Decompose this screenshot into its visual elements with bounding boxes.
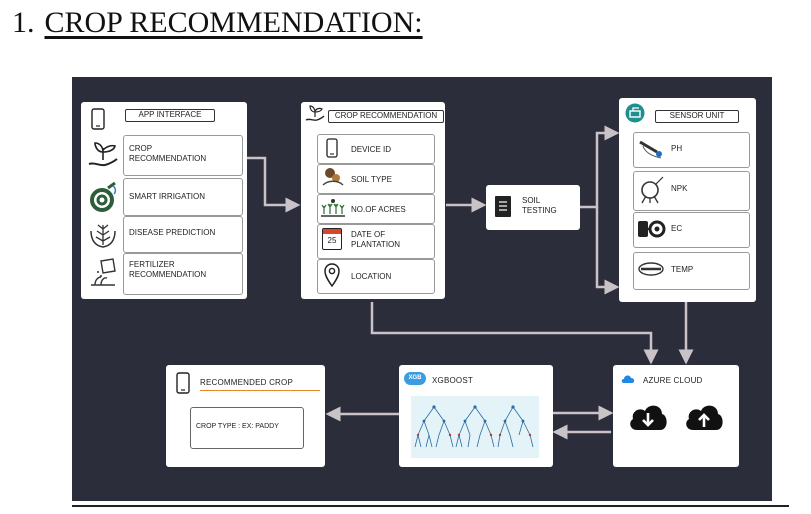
sensor-label: TEMP bbox=[671, 265, 694, 274]
sensor-label: PH bbox=[671, 144, 683, 153]
field-label: SOIL TYPE bbox=[351, 175, 392, 184]
app-item-label: FERTILIZER RECOMMENDATION bbox=[129, 260, 207, 279]
title-underline bbox=[200, 390, 320, 391]
sensor-ec[interactable] bbox=[633, 212, 750, 248]
app-interface-title: APP INTERFACE bbox=[125, 109, 215, 122]
temperature-probe-icon bbox=[638, 262, 664, 276]
sensor-label: EC bbox=[671, 224, 683, 233]
app-interface-card: APP INTERFACE CROP RECOMMENDATION SMART … bbox=[81, 102, 247, 299]
mobile-phone-icon bbox=[176, 372, 190, 394]
xgboost-title: XGBOOST bbox=[432, 376, 473, 385]
soil-testing-label: SOIL TESTING bbox=[522, 196, 557, 215]
decision-tree-icon bbox=[414, 405, 534, 448]
azure-logo-icon bbox=[621, 375, 635, 383]
field-label: DEVICE ID bbox=[351, 145, 392, 154]
sensor-npk[interactable] bbox=[633, 171, 750, 211]
azure-cloud-card: AZURE CLOUD bbox=[613, 365, 739, 467]
crop-type-result bbox=[190, 407, 304, 449]
calendar-icon: 25 bbox=[322, 228, 342, 250]
app-item-disease-prediction[interactable] bbox=[123, 216, 243, 253]
azure-cloud-title: AZURE CLOUD bbox=[643, 376, 703, 385]
location-pin-icon bbox=[324, 263, 340, 287]
acres-field-icon bbox=[321, 199, 345, 217]
crop-recommendation-card: CROP RECOMMENDATION DEVICE ID SOIL TYPE … bbox=[301, 102, 445, 299]
npk-sensor-icon bbox=[641, 176, 664, 204]
bottom-rule bbox=[72, 505, 789, 507]
ph-probe-icon bbox=[639, 140, 662, 159]
mobile-phone-icon bbox=[91, 108, 105, 130]
connector-soil-to-sensor-top bbox=[580, 125, 620, 209]
soil-type-icon bbox=[322, 168, 344, 186]
connector-app-to-crop bbox=[240, 156, 301, 213]
heading-number: 1. bbox=[12, 6, 35, 39]
app-item-label: DISEASE PREDICTION bbox=[129, 228, 216, 237]
heading-title: CROP RECOMMENDATION: bbox=[44, 6, 423, 39]
app-item-label: SMART IRRIGATION bbox=[129, 192, 206, 201]
sensor-label: NPK bbox=[671, 184, 688, 193]
page-heading: 1. CROP RECOMMENDATION: bbox=[12, 6, 423, 40]
sensor-temp[interactable] bbox=[633, 252, 750, 290]
app-item-fertilizer-recommendation[interactable] bbox=[123, 253, 243, 295]
connector-soil-to-sensor-bottom bbox=[595, 207, 620, 295]
irrigation-hose-icon bbox=[90, 181, 117, 212]
seedling-hand-icon bbox=[88, 142, 118, 167]
sensor-unit-card: SENSOR UNIT PH NPK EC TEMP bbox=[619, 98, 756, 302]
field-label: LOCATION bbox=[351, 272, 392, 281]
crop-recommendation-title: CROP RECOMMENDATION bbox=[328, 110, 444, 123]
xgboost-card: XGB XGBOOST bbox=[399, 365, 553, 467]
field-label: NO.OF ACRES bbox=[351, 205, 406, 214]
plant-disease-icon bbox=[90, 224, 116, 248]
mobile-phone-icon bbox=[326, 138, 338, 158]
xgboost-logo-icon: XGB bbox=[404, 372, 426, 385]
field-date-of-plantation[interactable] bbox=[317, 224, 435, 259]
recommended-crop-card: RECOMMENDED CROP CROP TYPE : EX: PADDY bbox=[166, 365, 325, 467]
ec-sensor-icon bbox=[638, 220, 666, 238]
sensor-unit-icon bbox=[625, 103, 645, 123]
sensor-unit-title: SENSOR UNIT bbox=[655, 110, 739, 123]
app-item-label: CROP RECOMMENDATION bbox=[129, 144, 207, 163]
recommended-crop-title: RECOMMENDED CROP bbox=[200, 378, 293, 387]
calendar-day: 25 bbox=[327, 236, 337, 245]
soil-testing-card[interactable]: SOIL TESTING bbox=[486, 185, 580, 230]
app-item-crop-recommendation[interactable] bbox=[123, 135, 243, 176]
connector-crop-to-cloud bbox=[370, 302, 659, 365]
seedling-hand-icon bbox=[305, 105, 325, 121]
field-label: DATE OF PLANTATION bbox=[351, 230, 401, 249]
fertilizer-bag-icon bbox=[91, 258, 116, 286]
field-no-of-acres[interactable] bbox=[317, 194, 435, 224]
cloud-upload-icon bbox=[686, 405, 723, 430]
crop-type-result-text: CROP TYPE : EX: PADDY bbox=[196, 423, 279, 430]
cloud-download-icon bbox=[630, 405, 667, 430]
app-item-smart-irrigation[interactable] bbox=[123, 178, 243, 216]
clipboard-icon bbox=[495, 196, 511, 217]
